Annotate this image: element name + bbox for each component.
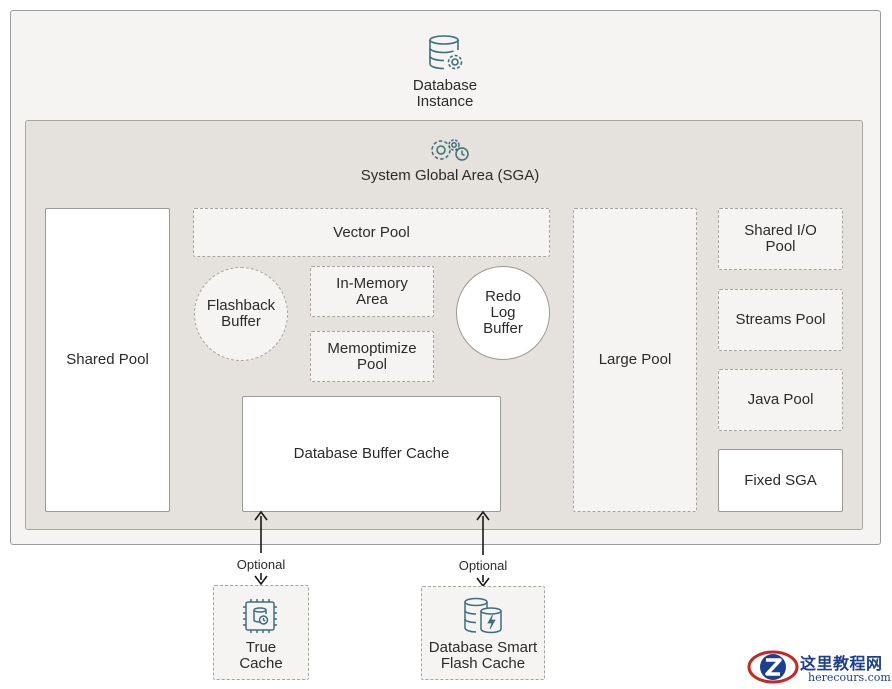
in-memory-area-line1: In-Memory: [336, 274, 408, 292]
flash-cache-optional-label: Optional: [458, 558, 508, 573]
memoptimize-pool-label: Memoptimize Pool: [327, 339, 417, 373]
flashback-buffer-circle: Flashback Buffer: [194, 267, 288, 361]
database-buffer-cache-box: Database Buffer Cache: [242, 396, 501, 512]
in-memory-area-label: In-Memory Area: [336, 274, 408, 308]
smart-flash-cache-line1: Database Smart: [428, 639, 538, 656]
instance-title-line1: Database: [412, 77, 478, 94]
fixed-sga-label: Fixed SGA: [744, 471, 817, 489]
smart-flash-cache-line2: Flash Cache: [440, 655, 526, 672]
redo-log-buffer-label: Redo Log Buffer: [483, 289, 523, 337]
shared-io-pool-label: Shared I/O Pool: [744, 223, 817, 255]
instance-title: Database Instance: [395, 78, 495, 110]
true-cache-arrowhead-down: [254, 575, 268, 586]
shared-io-pool-line1: Shared I/O: [744, 222, 817, 239]
shared-pool-label: Shared Pool: [66, 351, 149, 368]
vector-pool-box: Vector Pool: [193, 208, 550, 257]
redo-log-buffer-line3: Buffer: [483, 320, 523, 337]
redo-log-buffer-circle: Redo Log Buffer: [456, 266, 550, 360]
true-cache-line1: True: [245, 639, 277, 656]
redo-log-buffer-line2: Log: [490, 304, 516, 321]
in-memory-area-box: In-Memory Area: [310, 266, 434, 317]
flashback-buffer-line1: Flashback: [206, 297, 276, 314]
true-cache-label: True Cache: [213, 640, 309, 672]
in-memory-area-line2: Area: [356, 290, 388, 308]
database-buffer-cache-label: Database Buffer Cache: [293, 445, 450, 462]
gears-clock-icon: [430, 137, 470, 163]
large-pool-label: Large Pool: [598, 351, 672, 368]
true-cache-line2: Cache: [239, 655, 283, 672]
vector-pool-label: Vector Pool: [333, 223, 410, 241]
shared-io-pool-line2: Pool: [765, 238, 796, 255]
database-gear-icon: [427, 34, 465, 72]
java-pool-box: Java Pool: [718, 369, 843, 431]
streams-pool-label: Streams Pool: [735, 311, 826, 328]
watermark-en: herecours.com: [808, 671, 891, 684]
memoptimize-pool-line2: Pool: [356, 355, 388, 373]
shared-pool-box: Shared Pool: [45, 208, 170, 512]
true-cache-chip-icon: [242, 598, 278, 634]
database-flash-icon: [463, 597, 505, 635]
fixed-sga-box: Fixed SGA: [718, 449, 843, 512]
streams-pool-box: Streams Pool: [718, 289, 843, 351]
large-pool-box: Large Pool: [573, 208, 697, 512]
flashback-buffer-label: Flashback Buffer: [207, 298, 275, 330]
watermark-cn: 这里教程网: [800, 654, 883, 673]
redo-log-buffer-line1: Redo: [485, 288, 521, 305]
memoptimize-pool-box: Memoptimize Pool: [310, 331, 434, 382]
instance-title-line2: Instance: [416, 93, 474, 110]
smart-flash-cache-box: [421, 586, 545, 680]
z-logo-icon: [746, 647, 800, 687]
flash-cache-arrowhead-down: [476, 577, 490, 588]
shared-io-pool-box: Shared I/O Pool: [718, 208, 843, 270]
true-cache-box: [213, 585, 309, 680]
smart-flash-cache-label: Database Smart Flash Cache: [421, 640, 545, 672]
true-cache-optional-label: Optional: [236, 557, 286, 572]
java-pool-label: Java Pool: [747, 391, 814, 408]
sga-title: System Global Area (SGA): [360, 167, 540, 184]
flashback-buffer-line2: Buffer: [221, 313, 261, 330]
memoptimize-pool-line1: Memoptimize: [327, 339, 417, 357]
